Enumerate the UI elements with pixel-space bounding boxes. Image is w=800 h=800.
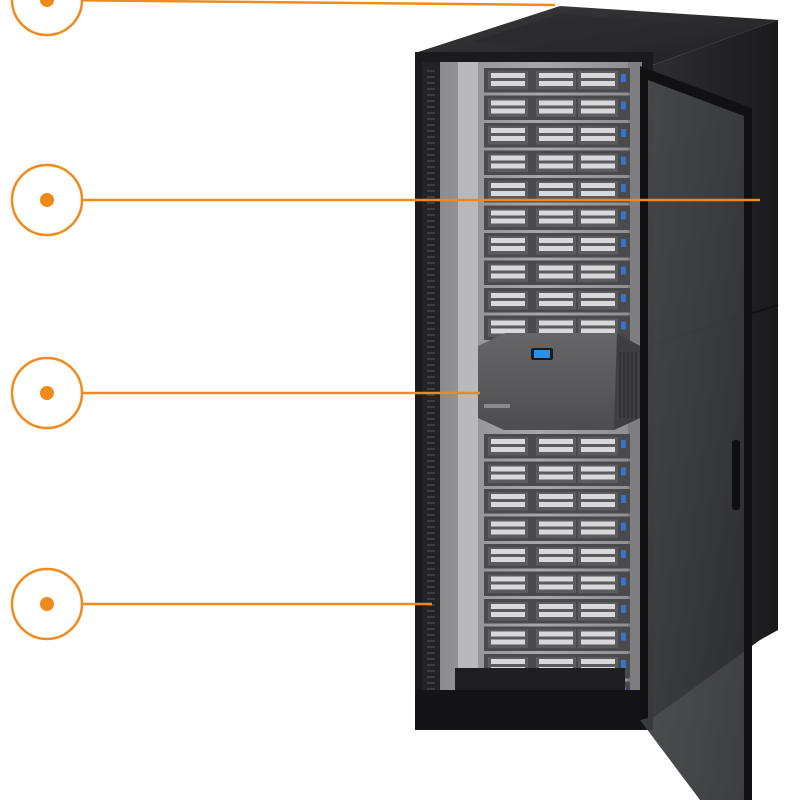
status-led <box>621 440 626 448</box>
status-led <box>621 211 626 220</box>
server-unit <box>484 150 630 175</box>
status-led <box>621 266 626 275</box>
status-led <box>621 632 626 641</box>
rack-roof-panel <box>470 14 700 54</box>
server-unit <box>484 544 630 569</box>
callout-dot-icon <box>40 193 54 207</box>
upright-perforation <box>427 70 435 696</box>
status-led <box>621 550 626 558</box>
status-led <box>621 605 626 613</box>
server-unit <box>484 516 630 541</box>
server-unit <box>484 489 630 514</box>
status-led <box>621 321 626 330</box>
rack-base-opening <box>455 668 625 690</box>
server-unit <box>484 205 630 230</box>
cooling-unit <box>478 333 640 430</box>
server-unit <box>484 626 630 651</box>
callout-leader-line <box>46 0 556 7</box>
server-unit <box>484 288 630 313</box>
server-unit <box>484 260 630 285</box>
rack-glass-door <box>640 66 752 800</box>
callout-side-panel[interactable] <box>10 163 760 237</box>
server-unit <box>484 571 630 596</box>
callout-cooling-unit[interactable] <box>10 356 480 430</box>
status-led <box>621 101 626 110</box>
callout-dot-icon <box>40 386 54 400</box>
status-led <box>621 239 626 247</box>
cooling-unit-logo <box>484 404 510 408</box>
door-handle <box>732 440 740 510</box>
server-unit <box>484 599 630 624</box>
server-unit <box>484 178 630 203</box>
status-led <box>621 495 626 503</box>
server-unit <box>484 233 630 258</box>
cooling-unit-grille <box>619 352 637 418</box>
rack-inner-rail-left <box>458 62 478 694</box>
status-led <box>621 129 626 137</box>
server-unit <box>484 68 630 93</box>
status-led <box>621 74 626 82</box>
status-led <box>621 294 626 302</box>
server-unit <box>484 95 630 120</box>
callout-dot-icon <box>40 0 54 7</box>
status-led <box>621 577 626 586</box>
status-led <box>621 660 626 668</box>
callout-rack-frame[interactable] <box>10 567 432 641</box>
server-unit <box>484 461 630 486</box>
status-led <box>621 522 626 531</box>
server-stack-upper <box>484 68 630 340</box>
status-led <box>621 184 626 192</box>
callout-dot-icon <box>40 597 54 611</box>
server-unit <box>484 434 630 459</box>
rack-base <box>415 690 653 730</box>
server-unit <box>484 123 630 148</box>
callout-circle-icon[interactable] <box>10 0 84 37</box>
callout-roof[interactable] <box>10 0 556 37</box>
status-led <box>621 156 626 165</box>
status-led <box>621 467 626 476</box>
